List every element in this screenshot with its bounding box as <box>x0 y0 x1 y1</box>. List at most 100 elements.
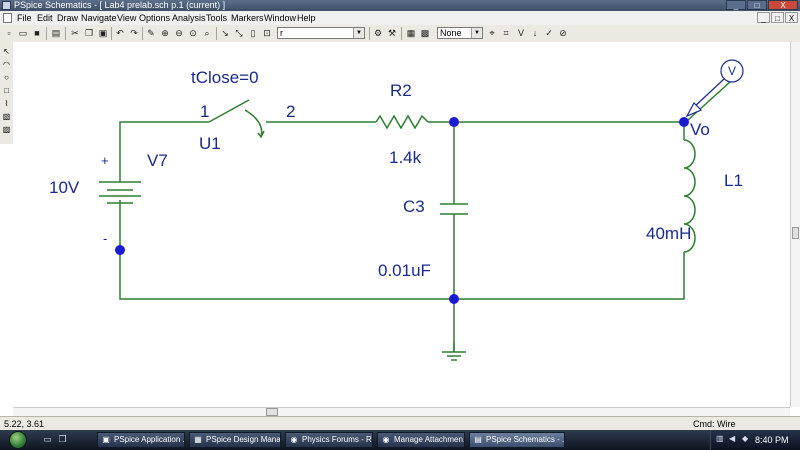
menu-edit[interactable]: Edit <box>37 13 53 23</box>
undo-icon[interactable]: ↶ <box>116 28 124 38</box>
menu-help[interactable]: Help <box>297 13 316 23</box>
simulate-icon[interactable]: ▩ <box>420 28 430 38</box>
probe-setup-icon[interactable]: ⌗ <box>503 28 509 38</box>
junction-node-vo[interactable] <box>679 117 689 127</box>
junction-source-minus[interactable] <box>115 245 125 255</box>
inductor-value-label[interactable]: 40mH <box>646 224 691 243</box>
volume-icon[interactable]: ◀ <box>729 434 736 443</box>
voltage-marker[interactable]: V <box>685 59 744 118</box>
setup-analysis-icon[interactable]: ▦ <box>406 28 416 38</box>
capacitor-value-label[interactable]: 0.01uF <box>378 261 431 280</box>
resistor-value-label[interactable]: 1.4k <box>389 148 422 167</box>
menu-markers[interactable]: Markers <box>231 13 264 23</box>
print-icon[interactable]: ▤ <box>51 28 61 38</box>
picture-tool-icon[interactable]: ▨ <box>2 125 11 134</box>
copy-icon[interactable]: ❐ <box>84 28 94 38</box>
capacitor-ref-label[interactable]: C3 <box>403 197 425 216</box>
circle-tool-icon[interactable]: ○ <box>4 73 9 82</box>
inductor-symbol[interactable] <box>683 139 696 253</box>
save-icon[interactable]: ■ <box>34 28 40 38</box>
battery-symbol[interactable] <box>99 181 141 204</box>
menu-view[interactable]: View <box>117 13 137 23</box>
edit-attributes-icon[interactable]: ⚙ <box>373 28 383 38</box>
box-tool-icon[interactable]: □ <box>4 86 9 95</box>
switch-ref-label[interactable]: U1 <box>199 134 221 153</box>
taskbar-item-physics-forums[interactable]: ◉ Physics Forums - Re... <box>285 432 373 448</box>
menu-file[interactable]: File <box>17 13 32 23</box>
wire-marker-lead[interactable] <box>687 81 731 121</box>
security-icon[interactable]: ◆ <box>742 434 749 443</box>
text-tool-icon[interactable]: ▧ <box>2 112 11 121</box>
minimize-button[interactable]: _ <box>726 0 746 10</box>
wire-inductor-bottom[interactable] <box>119 250 685 300</box>
chevron-down-icon[interactable]: ▼ <box>471 28 482 38</box>
part-combo[interactable]: r ▼ <box>277 27 365 39</box>
close-button[interactable]: X <box>768 0 798 10</box>
switch-windows-icon[interactable]: ❐ <box>58 434 67 444</box>
zoom-area-icon[interactable]: ⊙ <box>189 28 197 38</box>
chevron-down-icon[interactable]: ▼ <box>353 28 364 38</box>
taskbar-item-pspice-schematics[interactable]: ▤ PSpice Schematics - ... <box>469 432 565 448</box>
menu-tools[interactable]: Tools <box>206 13 228 23</box>
schematic-canvas[interactable]: V tClose=0 1 2 U1 R2 1.4k C3 0.01uF L1 4… <box>13 42 790 407</box>
junction-node-top[interactable] <box>449 117 459 127</box>
clock[interactable]: 8:40 PM <box>755 435 789 445</box>
net-label-vo[interactable]: Vo <box>690 120 710 139</box>
redraw-icon[interactable]: ✎ <box>147 28 155 38</box>
zoom-in-icon[interactable]: ⊕ <box>161 28 169 38</box>
start-button[interactable] <box>0 430 40 450</box>
open-folder-icon[interactable]: ▭ <box>18 28 28 38</box>
junction-node-bottom[interactable] <box>449 294 459 304</box>
ground-symbol[interactable] <box>442 342 466 361</box>
enable-bias-icon[interactable]: ✓ <box>545 28 553 38</box>
zoom-fit-icon[interactable]: ⌕ <box>204 28 210 38</box>
taskbar-item-manage-attachments[interactable]: ◉ Manage Attachmen... <box>377 432 465 448</box>
zoom-out-icon[interactable]: ⊖ <box>175 28 183 38</box>
menu-navigate[interactable]: Navigate <box>81 13 117 23</box>
draw-wire-icon[interactable]: ↘ <box>221 28 229 38</box>
doc-minimize-button[interactable]: _ <box>757 12 770 23</box>
doc-close-button[interactable]: X <box>785 12 798 23</box>
edit-symbol-icon[interactable]: ⚒ <box>387 28 397 38</box>
taskbar-item-pspice-design-manager[interactable]: ▦ PSpice Design Mana... <box>189 432 281 448</box>
switch-symbol[interactable] <box>201 99 265 139</box>
document-icon[interactable] <box>3 13 12 23</box>
horizontal-scrollbar[interactable] <box>13 407 790 416</box>
horizontal-scroll-thumb[interactable] <box>266 408 278 416</box>
resistor-symbol[interactable] <box>375 114 429 130</box>
probe-icon[interactable]: ⌖ <box>489 28 495 38</box>
menu-options[interactable]: Options <box>139 13 171 23</box>
vertical-scroll-thumb[interactable] <box>792 227 799 239</box>
show-bias-icon[interactable]: ⊘ <box>559 28 567 38</box>
switch-param-label[interactable]: tClose=0 <box>191 68 259 87</box>
show-desktop-icon[interactable]: ▭ <box>43 434 52 444</box>
source-ref-label[interactable]: V7 <box>147 151 168 170</box>
voltage-marker-icon[interactable]: V <box>517 28 524 38</box>
doc-restore-button[interactable]: □ <box>771 12 784 23</box>
draw-block-icon[interactable]: ▯ <box>250 28 256 38</box>
new-file-icon[interactable]: ▫ <box>7 28 11 38</box>
get-new-part-icon[interactable]: ⊡ <box>263 28 271 38</box>
taskbar-item-pspice-application[interactable]: ▣ PSpice Application ... <box>97 432 185 448</box>
current-marker-icon[interactable]: ↓ <box>532 28 538 38</box>
menu-draw[interactable]: Draw <box>57 13 79 23</box>
wire-source-to-switch[interactable] <box>119 121 201 156</box>
maximize-button[interactable]: □ <box>747 0 767 10</box>
capacitor-symbol[interactable] <box>440 203 468 215</box>
redo-icon[interactable]: ↷ <box>130 28 138 38</box>
color-combo[interactable]: None ▼ <box>437 27 483 39</box>
polyline-tool-icon[interactable]: ⌇ <box>4 99 9 108</box>
network-icon[interactable]: ▥ <box>716 434 724 443</box>
draw-bus-icon[interactable]: ⤡ <box>235 28 243 38</box>
app-icon[interactable] <box>2 1 11 10</box>
select-tool-icon[interactable]: ↖ <box>3 47 10 56</box>
menu-window[interactable]: Window <box>264 13 297 23</box>
resistor-ref-label[interactable]: R2 <box>390 81 412 100</box>
source-value-label[interactable]: 10V <box>49 178 80 197</box>
paste-icon[interactable]: ▣ <box>98 28 108 38</box>
arc-tool-icon[interactable]: ◠ <box>3 60 10 69</box>
menu-analysis[interactable]: Analysis <box>172 13 206 23</box>
vertical-scrollbar[interactable] <box>790 42 800 407</box>
cut-icon[interactable]: ✂ <box>71 28 79 38</box>
inductor-ref-label[interactable]: L1 <box>724 171 743 190</box>
